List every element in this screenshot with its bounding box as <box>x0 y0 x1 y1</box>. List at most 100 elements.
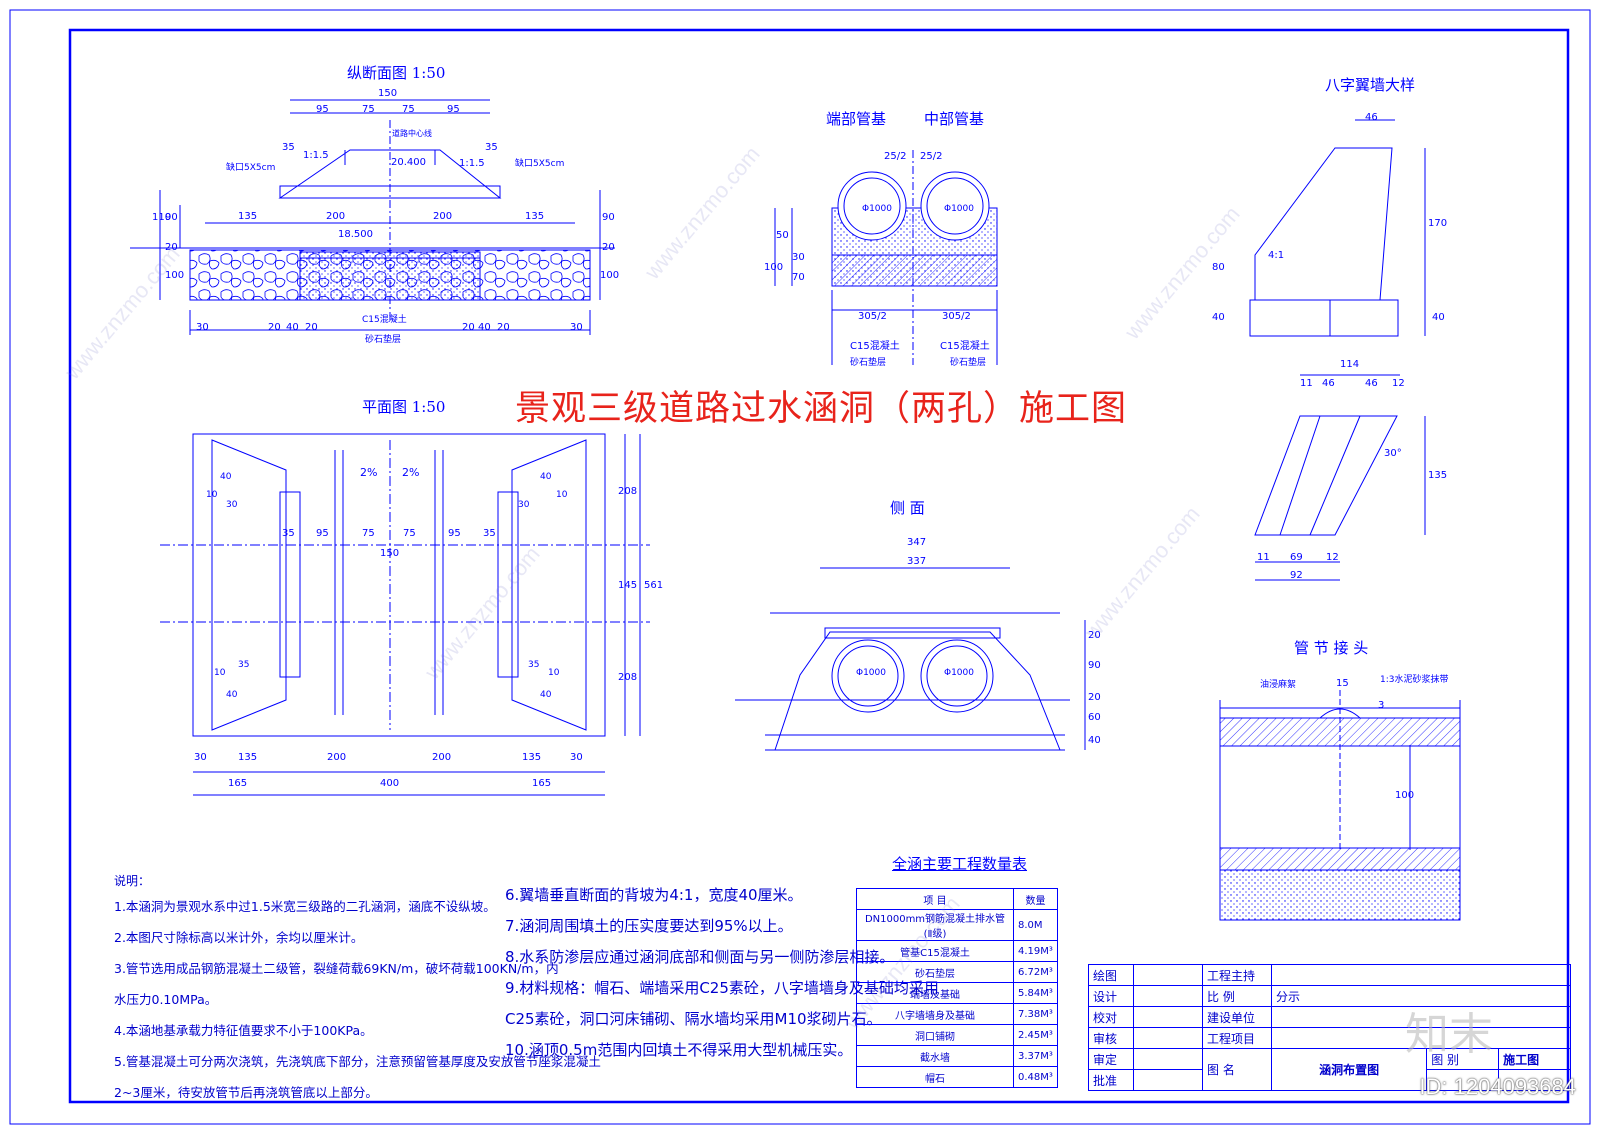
dim-label: 40 <box>1432 312 1445 323</box>
title-block-cell: 建设单位 <box>1202 1006 1272 1028</box>
dim-label: 20 <box>1088 630 1101 641</box>
dim-label: 70 <box>792 272 805 283</box>
angle-label: 10 <box>556 490 568 500</box>
title-block-cell: 工程主持 <box>1202 964 1272 986</box>
elevation-label: 18.500 <box>338 229 373 240</box>
material-label: C15混凝土 <box>940 341 990 352</box>
watermark-id: ID: 1204093684 <box>1419 1074 1576 1099</box>
angle-label: 30° <box>1384 448 1402 459</box>
drawing-name: 涵洞布置图 <box>1270 1048 1428 1091</box>
dim-label: 100 <box>1395 790 1415 801</box>
title-block-cell: 批准 <box>1088 1069 1134 1091</box>
angle-label: 30 <box>226 500 238 510</box>
dim-label: 90 <box>1088 660 1101 671</box>
dim-label: 95 <box>447 104 460 115</box>
dim-label: 200 <box>432 752 452 763</box>
dim-label: 150 <box>380 548 400 559</box>
notes-left: 1.本涵洞为景观水系中过1.5米宽三级路的二孔涵洞，涵底不设纵坡。 2.本图尺寸… <box>114 891 601 1108</box>
pipe-base-drawing <box>774 150 998 365</box>
dim-label: 305/2 <box>942 311 971 322</box>
dim-label: 90 <box>165 212 178 223</box>
dim-label: 25/2 <box>884 151 907 162</box>
dim-label: 40 <box>1088 735 1101 746</box>
title-block-cell <box>1133 964 1203 986</box>
quantity-table-title: 全涵主要工程数量表 <box>892 855 1028 873</box>
item-quantity: 4.19M³ <box>1013 940 1058 962</box>
dim-label: 35 <box>282 528 295 539</box>
dim-label: 208 <box>618 672 638 683</box>
slope-label: 2% <box>402 466 420 479</box>
dim-label: 75 <box>403 528 416 539</box>
note-line: 5.管基混凝土可分两次浇筑，先浇筑底下部分，注意预留管基厚度及安放管节座浆混凝土 <box>114 1054 601 1069</box>
angle-label: 30 <box>518 500 530 510</box>
dim-label: 400 <box>380 778 400 789</box>
table-row: 批准 <box>1088 1069 1571 1091</box>
note-line: 6.翼墙垂直断面的背坡为4:1，宽度40厘米。 <box>505 886 803 904</box>
note-line: 水压力0.10MPa。 <box>114 992 218 1007</box>
angle-label: 35 <box>238 660 250 670</box>
item-name: 洞口铺砌 <box>856 1024 1014 1046</box>
dim-label: 170 <box>1428 218 1448 229</box>
angle-label: 40 <box>540 472 552 482</box>
pipe-diameter-label: Φ1000 <box>944 204 974 214</box>
material-label: C15混凝土 <box>362 315 407 325</box>
notch-label: 缺口5X5cm <box>515 159 565 169</box>
note-line: 4.本涵地基承载力特征值要求不小于100KPa。 <box>114 1023 373 1038</box>
dim-label: 11 <box>1300 378 1313 389</box>
item-quantity: 2.45M³ <box>1013 1024 1058 1046</box>
dim-label: 100 <box>764 262 784 273</box>
dim-label: 95 <box>316 104 329 115</box>
dim-label: 69 <box>1290 552 1303 563</box>
dim-label: 20 <box>1088 692 1101 703</box>
road-centerline-label: 道路中心线 <box>392 129 432 138</box>
dim-label: 145 <box>618 580 638 591</box>
title-block-cell: 图 别 <box>1426 1048 1500 1070</box>
note-line: 3.管节选用成品钢筋混凝土二级管，裂缝荷载69KN/m，破坏荷载100KN/m，… <box>114 961 559 976</box>
title-block-cell: 比 例 <box>1202 985 1272 1007</box>
material-label: 砂石垫层 <box>365 335 402 345</box>
title-block-cell <box>1498 1069 1571 1091</box>
material-label: 油浸麻絮 <box>1260 680 1297 690</box>
angle-label: 35 <box>528 660 540 670</box>
table-row: 审定 图 名 涵洞布置图 图 别 施工图 <box>1088 1048 1571 1091</box>
angle-label: 40 <box>220 472 232 482</box>
dim-label: 75 <box>362 104 375 115</box>
table-row: 绘图 工程主持 <box>1088 964 1571 986</box>
dim-label: 46 <box>1365 378 1378 389</box>
dim-label: 20 <box>602 242 615 253</box>
dim-label: 46 <box>1365 112 1378 123</box>
dim-label: 40 <box>478 322 491 333</box>
dim-label: 30 <box>570 322 583 333</box>
elevation-label: 20.400 <box>391 157 426 168</box>
outer-border <box>9 9 1591 1125</box>
dim-label: 35 <box>483 528 496 539</box>
dim-label: 347 <box>907 537 927 548</box>
dim-label: 25/2 <box>920 151 943 162</box>
dim-label: 20 <box>268 322 281 333</box>
angle-label: 40 <box>540 690 552 700</box>
angle-label: 10 <box>206 490 218 500</box>
dim-label: 135 <box>525 211 545 222</box>
pipe-diameter-label: Φ1000 <box>856 668 886 678</box>
column-header: 数量 <box>1013 888 1058 910</box>
dim-label: 30 <box>194 752 207 763</box>
slope-label: 2% <box>360 466 378 479</box>
logo: 知末 <box>1405 1009 1493 1060</box>
material-label: C15混凝土 <box>850 341 900 352</box>
dim-label: 60 <box>1088 712 1101 723</box>
dim-label: 100 <box>600 270 620 281</box>
table-row: 校对 建设单位 <box>1088 1006 1571 1028</box>
table-row: 设计 比 例 分示 <box>1088 985 1571 1007</box>
material-label: 1:3水泥砂浆抹带 <box>1380 675 1449 685</box>
dim-label: 11 <box>1257 552 1270 563</box>
dim-label: 3 <box>1378 700 1385 711</box>
dim-label: 208 <box>618 486 638 497</box>
item-name: 截水墙 <box>856 1045 1014 1067</box>
title-block-cell <box>1133 1048 1203 1070</box>
dim-label: 50 <box>776 230 789 241</box>
dim-label: 561 <box>644 580 664 591</box>
dim-label: 110 <box>152 212 172 223</box>
